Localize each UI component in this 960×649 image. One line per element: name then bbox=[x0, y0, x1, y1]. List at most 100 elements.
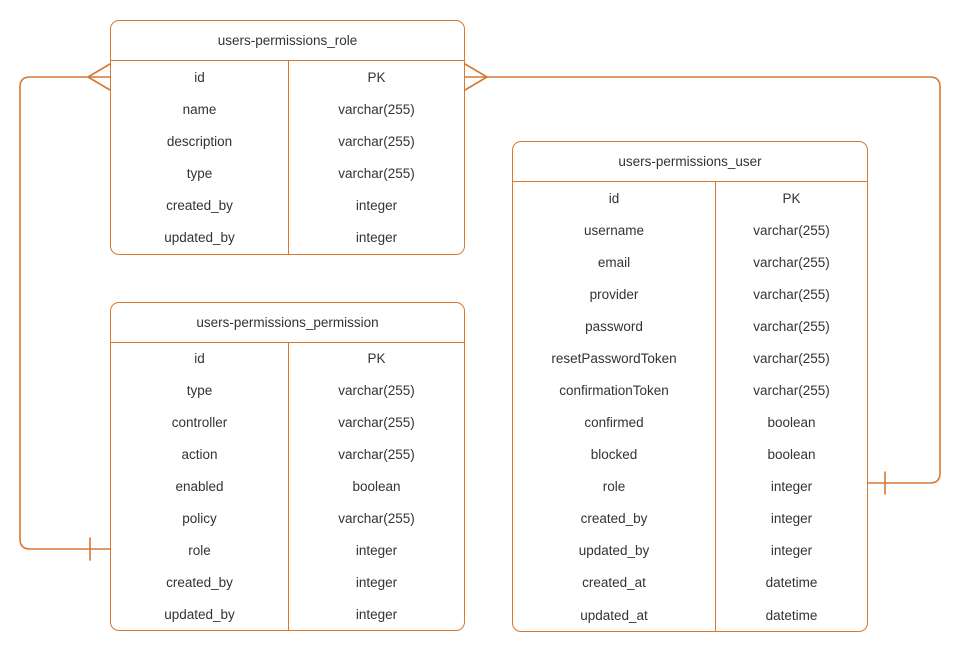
field-name: updated_at bbox=[513, 599, 716, 632]
field-name: confirmationToken bbox=[513, 374, 716, 407]
table-body: id PK type varchar(255) controller varch… bbox=[111, 343, 464, 631]
table-row: id PK bbox=[513, 182, 867, 215]
table-row: updated_at datetime bbox=[513, 599, 867, 632]
field-name: provider bbox=[513, 278, 716, 311]
field-name: type bbox=[111, 157, 289, 190]
field-type: integer bbox=[770, 479, 813, 495]
field-type: integer bbox=[355, 230, 398, 246]
table-row: enabled boolean bbox=[111, 470, 464, 503]
field-type: integer bbox=[770, 543, 813, 559]
field-type: boolean bbox=[352, 479, 401, 494]
field-type: varchar(255) bbox=[753, 222, 830, 238]
field-type: integer bbox=[355, 542, 398, 558]
table-row: resetPasswordToken varchar(255) bbox=[513, 342, 867, 375]
field-type: varchar(255) bbox=[753, 383, 830, 398]
field-name: created_by bbox=[513, 502, 716, 535]
table-body: id PK username varchar(255) email varcha… bbox=[513, 182, 867, 632]
table-row: description varchar(255) bbox=[111, 125, 464, 158]
field-type: PK bbox=[782, 190, 801, 206]
field-name: type bbox=[111, 374, 289, 407]
field-type: boolean bbox=[767, 415, 816, 431]
table-row: confirmed boolean bbox=[513, 406, 867, 439]
field-name: resetPasswordToken bbox=[513, 342, 716, 375]
field-name: created_by bbox=[111, 566, 289, 599]
field-type: varchar(255) bbox=[753, 286, 830, 302]
table-row: created_at datetime bbox=[513, 566, 867, 600]
crow-foot-many-icon bbox=[464, 63, 488, 91]
connector-role-to-permission bbox=[19, 76, 111, 550]
table-title: users-permissions_role bbox=[111, 21, 464, 61]
crow-foot-many-icon bbox=[87, 63, 111, 91]
field-type: varchar(255) bbox=[338, 415, 415, 431]
table-users-permissions-permission: users-permissions_permission id PK type … bbox=[110, 302, 465, 631]
field-name: id bbox=[111, 61, 289, 94]
field-type: varchar(255) bbox=[338, 383, 415, 399]
field-name: action bbox=[111, 438, 289, 471]
table-row: created_by integer bbox=[513, 502, 867, 535]
field-name: description bbox=[111, 125, 289, 158]
table-row: created_by integer bbox=[111, 189, 464, 222]
field-type: varchar(255) bbox=[338, 447, 415, 463]
table-row: type varchar(255) bbox=[111, 374, 464, 407]
table-row: name varchar(255) bbox=[111, 93, 464, 126]
field-name: name bbox=[111, 93, 289, 126]
field-name: updated_by bbox=[513, 534, 716, 567]
table-row: controller varchar(255) bbox=[111, 406, 464, 439]
table-row: id PK bbox=[111, 61, 464, 94]
field-name: confirmed bbox=[513, 406, 716, 439]
table-row: action varchar(255) bbox=[111, 438, 464, 471]
table-row: updated_by integer bbox=[513, 534, 867, 567]
field-type: varchar(255) bbox=[338, 510, 415, 526]
field-name: controller bbox=[111, 406, 289, 439]
connector-role-to-user bbox=[486, 76, 941, 484]
field-name: created_at bbox=[513, 566, 716, 600]
field-type: varchar(255) bbox=[753, 318, 830, 334]
table-row: type varchar(255) bbox=[111, 157, 464, 190]
table-row: role integer bbox=[111, 534, 464, 567]
table-row: role integer bbox=[513, 470, 867, 503]
table-users-permissions-role: users-permissions_role id PK name varcha… bbox=[110, 20, 465, 255]
field-type: varchar(255) bbox=[753, 254, 830, 270]
table-title: users-permissions_user bbox=[513, 142, 867, 182]
field-type: datetime bbox=[765, 607, 818, 623]
table-body: id PK name varchar(255) description varc… bbox=[111, 61, 464, 255]
field-type: integer bbox=[355, 198, 398, 214]
field-type: varchar(255) bbox=[753, 350, 830, 366]
field-name: id bbox=[513, 182, 716, 215]
field-type: boolean bbox=[767, 447, 816, 463]
field-type: integer bbox=[355, 606, 398, 622]
table-row: provider varchar(255) bbox=[513, 278, 867, 311]
table-users-permissions-user: users-permissions_user id PK username va… bbox=[512, 141, 868, 632]
table-row: username varchar(255) bbox=[513, 214, 867, 247]
field-type: datetime bbox=[765, 575, 818, 591]
table-row: updated_by integer bbox=[111, 221, 464, 255]
table-row: email varchar(255) bbox=[513, 246, 867, 279]
table-row: password varchar(255) bbox=[513, 310, 867, 343]
table-row: id PK bbox=[111, 343, 464, 375]
field-name: updated_by bbox=[111, 221, 289, 255]
field-name: created_by bbox=[111, 189, 289, 222]
field-name: password bbox=[513, 310, 716, 343]
field-type: varchar(255) bbox=[338, 133, 415, 149]
field-name: username bbox=[513, 214, 716, 247]
field-name: policy bbox=[111, 502, 289, 535]
table-row: blocked boolean bbox=[513, 438, 867, 471]
field-name: enabled bbox=[111, 470, 289, 503]
field-type: integer bbox=[355, 574, 398, 590]
table-row: updated_by integer bbox=[111, 598, 464, 631]
table-title: users-permissions_permission bbox=[111, 303, 464, 343]
field-type: PK bbox=[367, 69, 386, 85]
field-name: updated_by bbox=[111, 598, 289, 631]
field-name: role bbox=[111, 534, 289, 567]
field-name: email bbox=[513, 246, 716, 279]
field-name: id bbox=[111, 343, 289, 375]
field-type: PK bbox=[367, 351, 386, 367]
field-name: role bbox=[513, 470, 716, 503]
table-row: confirmationToken varchar(255) bbox=[513, 374, 867, 407]
field-type: varchar(255) bbox=[338, 166, 415, 182]
field-name: blocked bbox=[513, 438, 716, 471]
field-type: varchar(255) bbox=[338, 101, 415, 117]
table-row: created_by integer bbox=[111, 566, 464, 599]
